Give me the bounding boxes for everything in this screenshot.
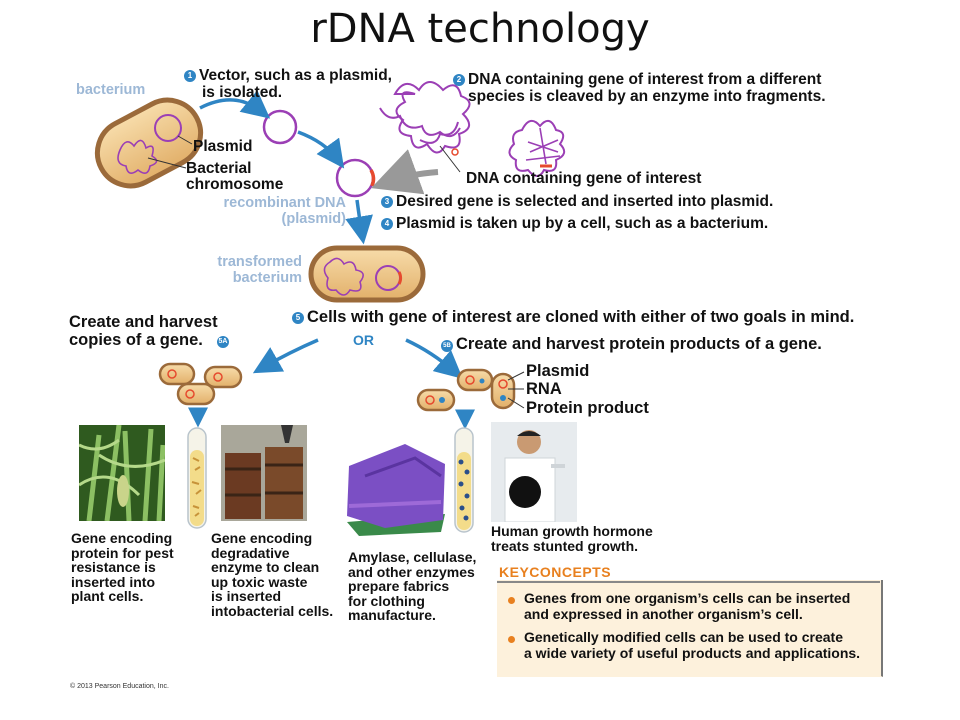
- label-bacterial-chromosome-1: Bacterial: [186, 160, 252, 177]
- key-concepts-box: [497, 580, 883, 677]
- arrow-step2: [297, 130, 345, 169]
- step-5b-badge: 5B: [441, 340, 453, 352]
- label-or: OR: [353, 332, 374, 348]
- step-5a-text: Create and harvest copies of a gene.: [69, 313, 218, 349]
- legend-plasmid: Plasmid: [526, 362, 590, 380]
- legend-rna: RNA: [526, 380, 562, 398]
- label-bacterium: bacterium: [76, 82, 146, 98]
- key-concept-item: Genetically modified cells can be used t…: [524, 629, 861, 661]
- arrow-insert-gene: [371, 149, 439, 195]
- label-plasmid: Plasmid: [193, 138, 253, 155]
- corn-photo: [79, 425, 165, 521]
- test-tube-a: [187, 427, 207, 529]
- arrow-branch-a: [252, 338, 319, 374]
- copyright: © 2013 Pearson Education, Inc.: [70, 683, 169, 690]
- step-2-badge: 2: [453, 74, 465, 86]
- gene-pointer: [439, 145, 461, 173]
- arrow-step1: [199, 90, 271, 119]
- key-concepts-divider: [497, 581, 880, 583]
- label-bacterial-chromosome-2: chromosome: [186, 176, 284, 193]
- cloned-bacteria-a: [158, 362, 243, 406]
- page-title: rDNA technology: [310, 6, 650, 52]
- cloned-bacteria-b: [416, 368, 516, 412]
- step-5a-badge: 5A: [217, 336, 229, 348]
- arrow-step4: [345, 199, 373, 245]
- arrow-branch-b: [405, 338, 463, 379]
- step-4-badge: 4: [381, 218, 393, 230]
- key-concept-item: Genes from one organism’s cells can be i…: [524, 590, 851, 622]
- test-tube-b: [454, 427, 474, 533]
- bullet-icon: [508, 636, 515, 643]
- dna-fragments: [508, 119, 566, 177]
- bacterium-cell: [94, 97, 204, 189]
- legend-protein-product: Protein product: [526, 399, 649, 417]
- doctor-photo: [491, 422, 577, 522]
- bullet-icon: [508, 597, 515, 604]
- step-3-badge: 3: [381, 196, 393, 208]
- chromosome-pointer: [147, 157, 187, 169]
- step-5-badge: 5: [292, 312, 304, 324]
- label-recombinant-dna: recombinant DNA (plasmid): [223, 195, 346, 227]
- key-concepts-heading: KEYCONCEPTS: [499, 564, 612, 580]
- plasmid-pointer: [177, 135, 193, 145]
- step-1-badge: 1: [184, 70, 196, 82]
- recombinant-plasmid: [335, 158, 376, 198]
- barrels-photo: [221, 425, 307, 521]
- fabric-photo: [345, 436, 446, 538]
- label-dna-gene-of-interest: DNA containing gene of interest: [466, 170, 702, 187]
- transformed-bacterium: [308, 245, 426, 303]
- label-transformed-bacterium: transformed bacterium: [217, 254, 302, 286]
- isolated-plasmid: [262, 109, 298, 145]
